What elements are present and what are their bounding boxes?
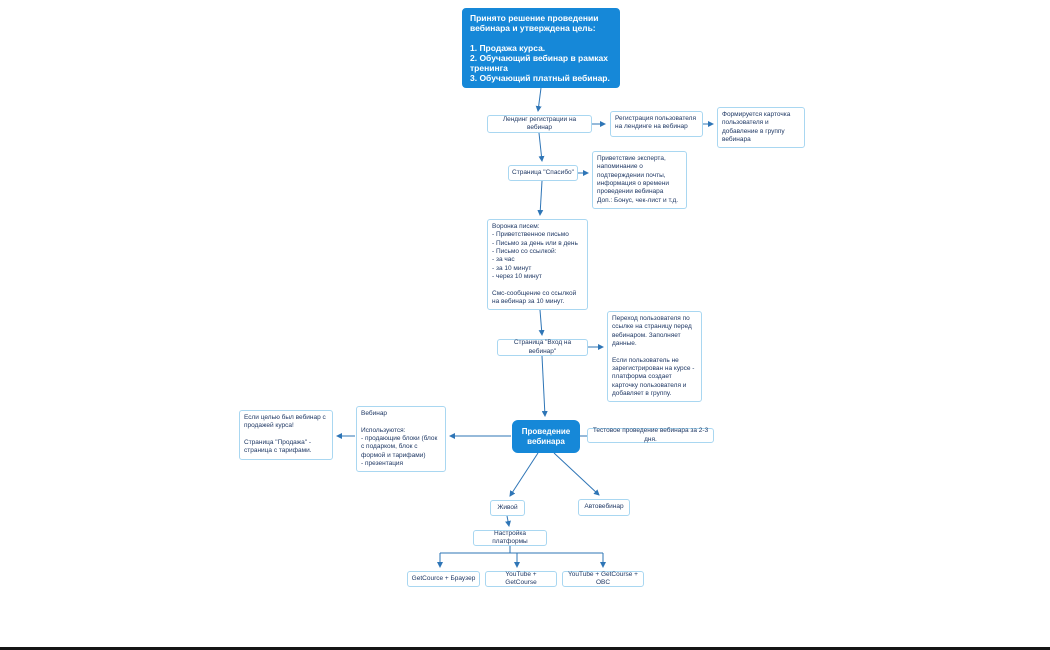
node-goal[interactable]: Принято решение проведении вебинара и ут… bbox=[462, 8, 620, 88]
node-user-card[interactable]: Формируется карточка пользователя и доба… bbox=[717, 107, 805, 149]
connector-funnel-entry bbox=[538, 309, 545, 336]
node-live-webinar[interactable]: Живой bbox=[490, 500, 525, 516]
window-bottom-edge bbox=[0, 647, 1050, 650]
node-landing-page[interactable]: Лендинг регистрации на вебинар bbox=[487, 115, 592, 133]
connector-goal-landing bbox=[535, 87, 542, 112]
node-auto-webinar[interactable]: Автовебинар bbox=[578, 499, 630, 516]
connector-thanks-funnel bbox=[537, 180, 544, 216]
connector-landing-thanks bbox=[538, 132, 545, 162]
node-webinar-content[interactable]: Вебинар Используются: - продающие блоки … bbox=[356, 406, 446, 473]
connector-entry-run bbox=[541, 355, 548, 417]
node-user-transition[interactable]: Переход пользователя по ссылке на страни… bbox=[607, 311, 702, 403]
node-test-run[interactable]: Тестовое проведение вебинара за 2-3 дня. bbox=[587, 427, 714, 443]
node-platform-setup[interactable]: Настройка платформы bbox=[473, 530, 547, 546]
connector-run-auto bbox=[553, 452, 600, 496]
node-sales-page[interactable]: Если целью был вебинар с продажей курса!… bbox=[239, 410, 333, 460]
connector-live-setup bbox=[505, 515, 511, 527]
node-expert-greeting[interactable]: Приветствие эксперта, напоминание о подт… bbox=[592, 151, 687, 209]
node-email-funnel[interactable]: Воронка писем: - Приветственное письмо -… bbox=[487, 219, 588, 311]
node-webinar-entry-page[interactable]: Страница "Вход на вебинар" bbox=[497, 339, 588, 356]
node-user-registration[interactable]: Регистрация пользователя на лендинге на … bbox=[610, 111, 703, 137]
node-option-youtube-getcourse[interactable]: YouTube + GetCourse bbox=[485, 571, 557, 587]
node-option-getcourse-browser[interactable]: GetCource + Браузер bbox=[407, 571, 480, 587]
node-thanks-page[interactable]: Страница "Спасибо" bbox=[508, 165, 578, 181]
node-option-youtube-getcourse-obs[interactable]: YouTube + GetCourse + OBC bbox=[562, 571, 644, 587]
node-webinar-run[interactable]: Проведение вебинара bbox=[512, 420, 580, 453]
connector-run-live bbox=[509, 452, 539, 497]
